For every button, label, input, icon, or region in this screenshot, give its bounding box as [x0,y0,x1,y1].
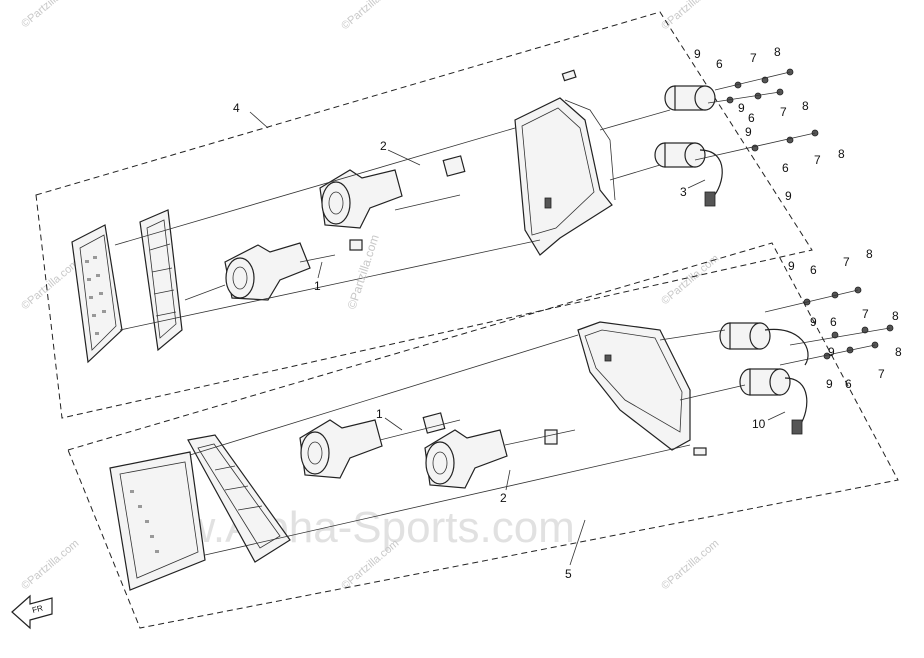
top-lens [71,224,123,364]
label-part-7: 7 [750,51,757,65]
top-socket-1 [224,242,311,301]
watermark-small: ©Partzilla.com [19,0,81,30]
label-part-9: 9 [826,377,833,391]
label-part-7: 7 [843,255,850,269]
label-part-8: 8 [892,309,899,323]
watermark-small: ©Partzilla.com [659,0,721,32]
label-part-6: 6 [810,263,817,277]
label-part-6: 6 [716,57,723,71]
bottom-lens [109,451,206,591]
front-arrow-icon: FR [11,594,53,630]
label-part-1-bottom: 1 [376,407,383,421]
top-signal-lower [654,142,723,207]
watermark-small: ©Partzilla.com [19,257,81,312]
label-assembly-5: 5 [565,567,572,581]
top-reflector [139,209,183,352]
label-part-8: 8 [802,99,809,113]
watermark-small: ©Partzilla.com [339,0,401,32]
label-part-8: 8 [774,45,781,59]
watermark-small: ©Partzilla.com [659,537,721,592]
top-housing [514,69,616,256]
label-part-9: 9 [738,101,745,115]
label-part-7: 7 [814,153,821,167]
label-part-6: 6 [830,315,837,329]
label-part-7: 7 [780,105,787,119]
top-signal-upper [664,85,716,111]
label-part-6: 6 [748,111,755,125]
label-part-10: 10 [752,417,766,431]
label-part-6: 6 [845,377,852,391]
assembly-4-frame [35,11,813,419]
label-part-7: 7 [862,307,869,321]
label-part-9: 9 [745,125,752,139]
bottom-reflector [187,434,291,563]
top-fasteners [694,68,819,161]
label-part-3: 3 [680,185,687,199]
label-part-6: 6 [782,161,789,175]
bottom-fasteners [764,286,894,366]
top-bulbs [299,155,466,263]
label-part-2-top: 2 [380,139,387,153]
bottom-housing [577,321,707,456]
label-part-7: 7 [878,367,885,381]
label-part-1-top: 1 [314,279,321,293]
bottom-socket-1 [299,419,383,479]
label-part-2-bottom: 2 [500,491,507,505]
label-part-9: 9 [694,47,701,61]
assembly-5-frame [67,242,899,629]
bottom-bulbs [379,412,576,446]
label-assembly-4: 4 [233,101,240,115]
label-part-9: 9 [788,259,795,273]
top-socket-2 [319,169,403,229]
bottom-signal-upper [719,322,809,366]
watermark-small: ©Partzilla.com [19,537,81,592]
bottom-signal-lower [739,368,808,435]
label-part-8: 8 [866,247,873,261]
label-part-9: 9 [785,189,792,203]
callout-leaders [249,111,786,566]
callout-labels: 4 5 2 1 3 9 6 7 8 9 6 7 8 9 6 7 8 9 9 6 … [233,45,902,581]
label-part-9: 9 [810,315,817,329]
front-arrow-label: FR [31,603,44,615]
bottom-axis-lines [189,329,746,556]
bottom-socket-2 [424,429,508,489]
label-part-8: 8 [895,345,902,359]
label-part-8: 8 [838,147,845,161]
top-axis-lines [114,109,671,331]
label-part-9: 9 [828,345,835,359]
